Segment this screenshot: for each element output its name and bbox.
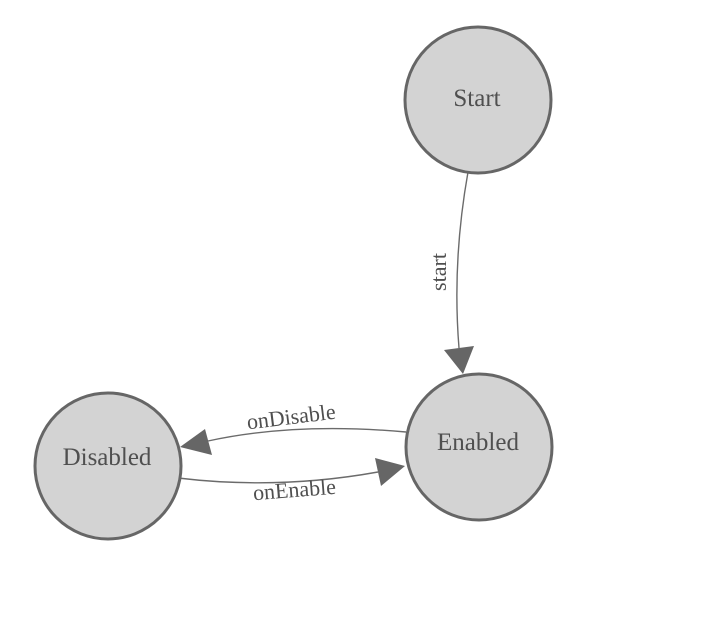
state-node-enabled[interactable]: Enabled: [404, 372, 554, 522]
node-label-disabled: Disabled: [63, 444, 152, 471]
state-circle-disabled[interactable]: [33, 391, 183, 541]
edge-disabled-to-enabled: onEnable: [177, 458, 405, 505]
node-label-start: Start: [453, 85, 500, 112]
edge-line-start-to-enabled: [456, 171, 469, 349]
state-circle-enabled[interactable]: [404, 372, 554, 522]
edge-label-onenable: onEnable: [252, 474, 337, 505]
arrowhead-into-enabled-icon: [444, 346, 474, 374]
edge-start-to-enabled: start: [426, 171, 474, 374]
edge-enabled-to-disabled: onDisable: [180, 399, 407, 455]
state-circle-start[interactable]: [403, 25, 553, 175]
arrowhead-into-enabled-left-icon: [375, 458, 405, 486]
edge-line-disabled-to-enabled: [177, 471, 379, 484]
edge-line-enabled-to-disabled: [207, 427, 407, 442]
node-label-enabled: Enabled: [437, 429, 519, 456]
state-node-disabled[interactable]: Disabled: [33, 391, 183, 541]
state-node-start[interactable]: Start: [403, 25, 553, 175]
edge-label-start: start: [426, 253, 451, 291]
arrowhead-into-disabled-icon: [180, 429, 212, 455]
